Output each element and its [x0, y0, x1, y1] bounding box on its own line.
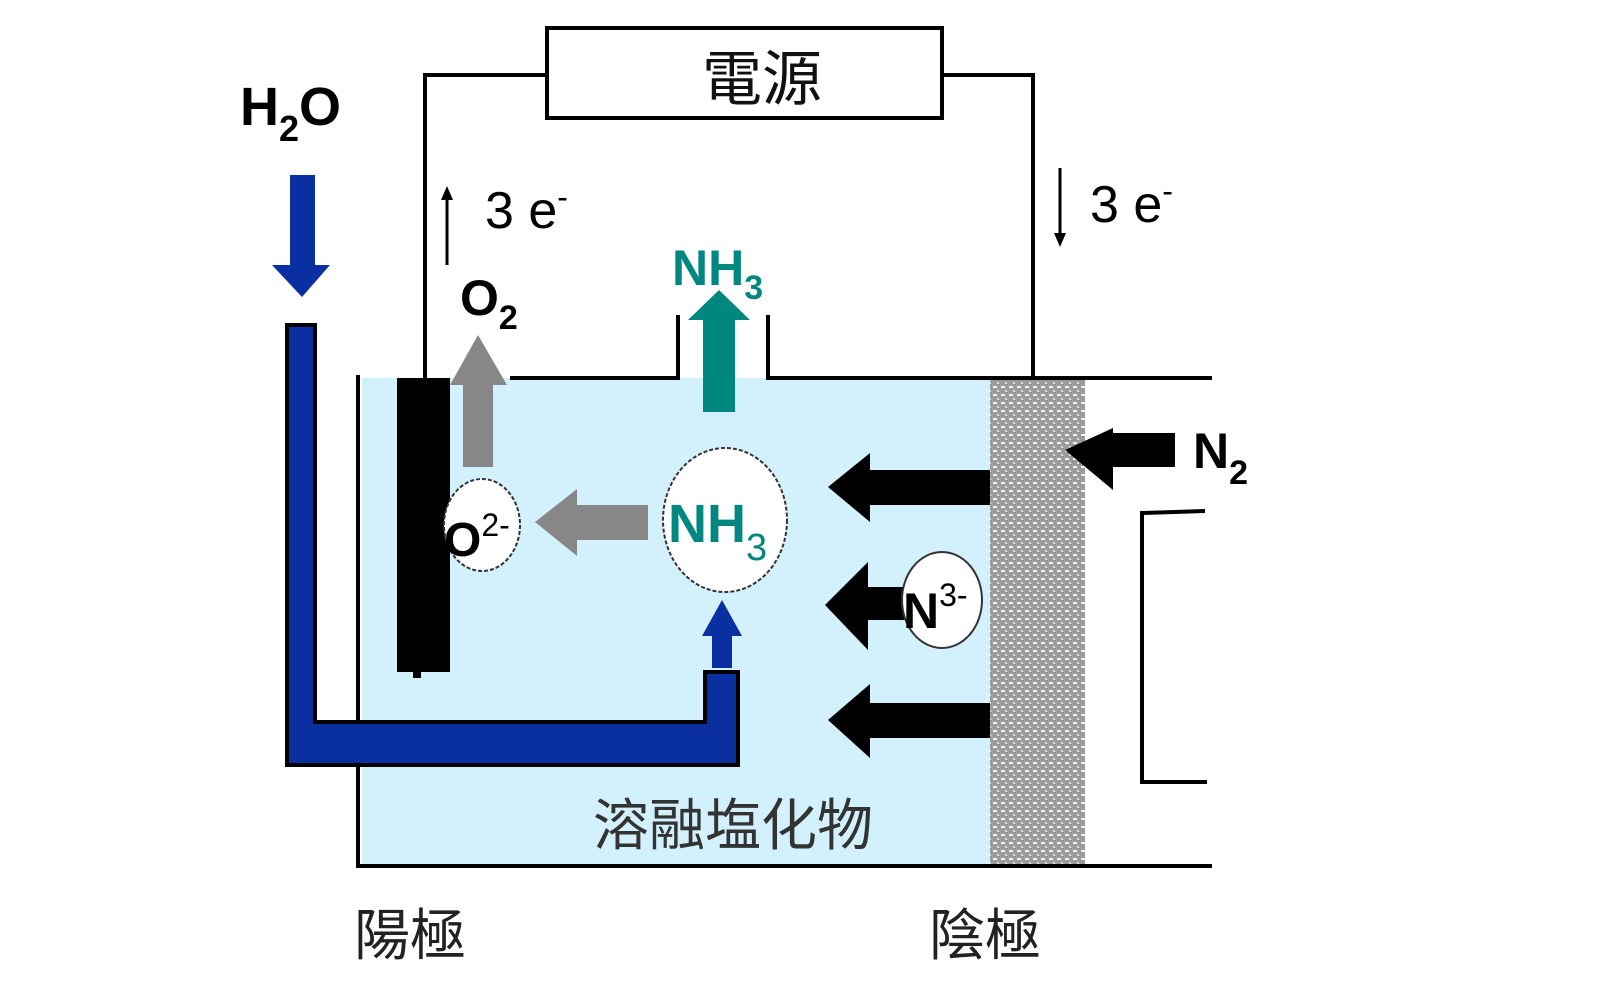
nitride-ion-bubble	[901, 551, 983, 649]
anode-electron-label: 3 e-	[485, 179, 568, 240]
electrolyte-label: 溶融塩化物	[593, 794, 873, 859]
oxygen-gas-label: O2	[460, 270, 518, 337]
ammonia-bubble-label: NH3	[668, 494, 767, 569]
power-source-label: 電源	[702, 45, 822, 115]
oxygen-up-arrow	[450, 335, 507, 467]
circuit-wires	[423, 73, 1035, 380]
nitride-ion-label: N3-	[903, 577, 968, 639]
oxide-ion-label: O2-	[444, 507, 510, 567]
oxide-left-arrow	[535, 489, 648, 556]
water-label: H2O	[240, 77, 341, 149]
ammonia-up-arrow	[688, 290, 750, 412]
anode-electrode	[397, 378, 450, 672]
anode-label: 陽極	[354, 904, 466, 969]
nitrogen-gas-label: N2	[1193, 423, 1248, 492]
power-source-box	[545, 26, 944, 120]
cathode-label: 陰極	[929, 904, 1041, 969]
nitrogen-left-arrow	[1065, 428, 1175, 490]
nitride-left-arrow-middle	[825, 562, 920, 650]
nitride-left-arrow-top	[828, 453, 990, 522]
molten-salt-electrolyte	[362, 378, 992, 864]
anode-electron-flow: 3 e-	[441, 179, 568, 265]
anode-tip	[413, 668, 421, 678]
nitride-left-arrow-bottom	[828, 684, 990, 758]
ammonia-bubble	[662, 447, 788, 593]
water-up-arrow	[702, 600, 742, 668]
ammonia-gas-label: NH3	[672, 240, 763, 307]
arrow-head	[441, 186, 453, 200]
oxide-ion-bubble	[443, 478, 521, 572]
water-down-arrow	[272, 175, 330, 297]
cathode-electron-label: 3 e-	[1090, 173, 1173, 234]
cell-walls	[356, 315, 1212, 868]
water-pipe	[285, 323, 740, 767]
arrow-head	[1054, 233, 1066, 247]
cathode-porous-electrode	[990, 378, 1085, 864]
cathode-electron-flow: 3 e-	[1054, 168, 1173, 247]
